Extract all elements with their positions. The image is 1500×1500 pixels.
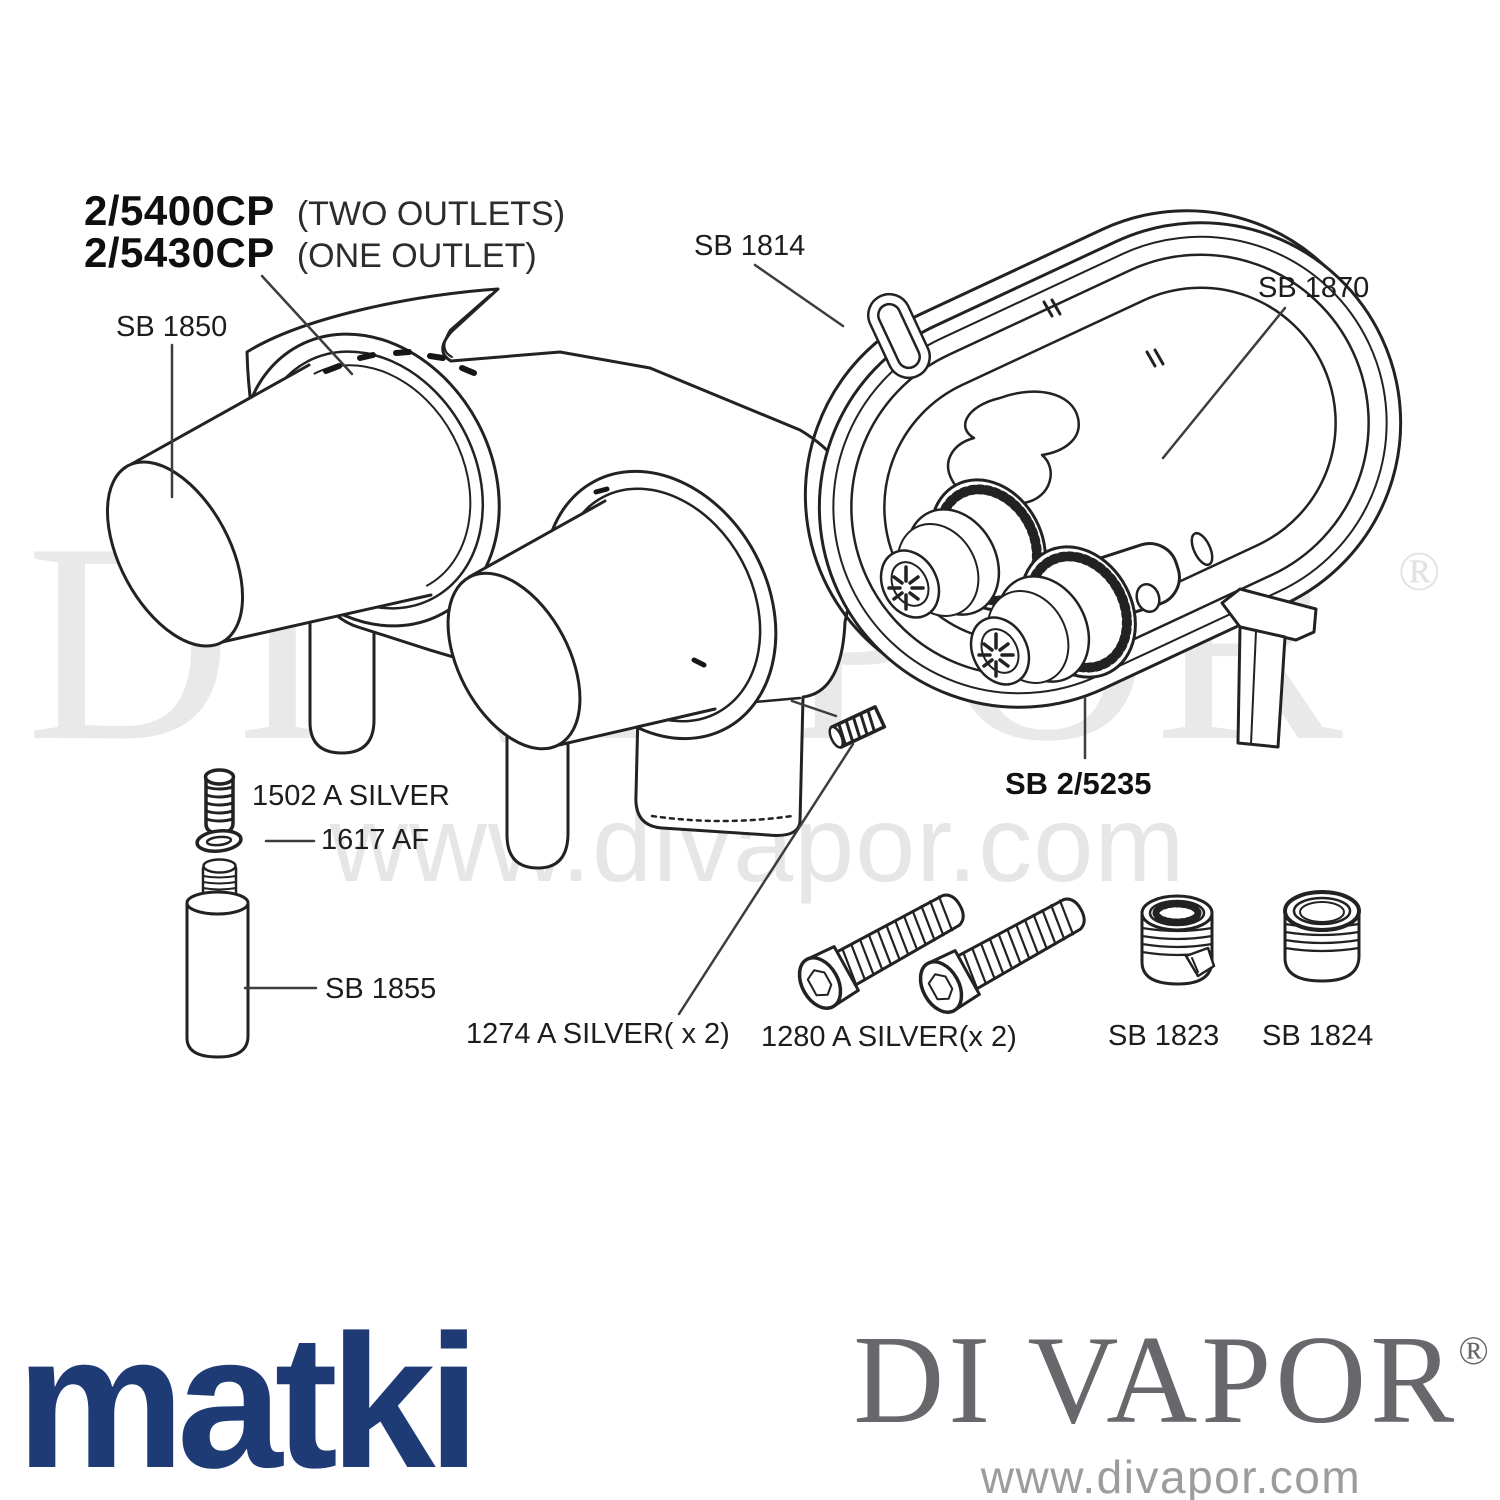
screw-1280-drawing-1 bbox=[797, 893, 965, 1010]
outlet-leg-right bbox=[505, 710, 570, 870]
bush-sb1823-drawing bbox=[1140, 894, 1216, 986]
part-label-1280-a-silver: 1280 A SILVER(x 2) bbox=[761, 1021, 1017, 1053]
part-label-1274-a-silver: 1274 A SILVER( x 2) bbox=[466, 1018, 730, 1050]
divapor-registered-icon: ® bbox=[1458, 1328, 1489, 1373]
o-ring-1617-drawing bbox=[195, 829, 243, 853]
cartridge-left bbox=[879, 478, 1047, 619]
part-label-sb-1824: SB 1824 bbox=[1262, 1020, 1374, 1052]
small-parts bbox=[185, 768, 1361, 1059]
part-label-sb-2-5235: SB 2/5235 bbox=[1005, 766, 1152, 801]
leader-sb1870 bbox=[1161, 306, 1287, 460]
leader-product-codes bbox=[260, 274, 354, 376]
product-code-row-1: 2/5400CP (TWO OUTLETS) bbox=[84, 187, 565, 235]
handle-knob-right bbox=[446, 469, 778, 751]
screw-1280-drawing-2 bbox=[918, 897, 1086, 1014]
divapor-url: www.divapor.com bbox=[980, 1451, 1362, 1500]
matki-logo: matki bbox=[16, 1296, 480, 1500]
product-code-primary: 2/5400CP bbox=[84, 187, 275, 234]
divapor-logo-block: DI VAPOR® www.divapor.com bbox=[846, 1318, 1496, 1500]
seal-outline-sb1814 bbox=[850, 253, 1370, 677]
backplate-drawing bbox=[803, 209, 1403, 749]
wall-foot bbox=[1220, 587, 1318, 749]
product-code-row-2: 2/5430CP (ONE OUTLET) bbox=[84, 229, 537, 277]
part-label-sb-1850: SB 1850 bbox=[116, 311, 228, 343]
leader-lines bbox=[170, 263, 1287, 1016]
watermark-registered-icon: ® bbox=[1398, 541, 1441, 603]
part-label-sb-1870: SB 1870 bbox=[1258, 272, 1370, 304]
part-label-sb-1823: SB 1823 bbox=[1108, 1020, 1220, 1052]
product-code-secondary: 2/5430CP bbox=[84, 229, 275, 276]
part-label-sb-1855: SB 1855 bbox=[325, 973, 437, 1005]
valve-body-drawing bbox=[105, 287, 887, 870]
outlet-leg-left bbox=[308, 605, 376, 755]
knob-engraving-marks bbox=[593, 486, 707, 668]
bush-sb1824-drawing bbox=[1283, 890, 1361, 983]
divapor-logo-text: DI VAPOR bbox=[853, 1311, 1459, 1450]
grub-screw-drawing bbox=[828, 705, 887, 749]
product-variant-primary: (TWO OUTLETS) bbox=[296, 195, 566, 233]
leader-grub-to-body bbox=[790, 699, 838, 718]
part-label-1502-a-silver: 1502 A SILVER bbox=[252, 780, 450, 812]
product-variant-secondary: (ONE OUTLET) bbox=[296, 237, 537, 275]
handle-knob-left bbox=[105, 332, 501, 648]
leader-sb1814 bbox=[753, 263, 845, 328]
cartridge-right bbox=[969, 545, 1137, 686]
part-label-sb-1814: SB 1814 bbox=[694, 230, 806, 262]
divapor-logo: DI VAPOR® bbox=[846, 1318, 1496, 1444]
leader-1274 bbox=[677, 742, 855, 1016]
sleeve-sb1855-drawing bbox=[185, 858, 250, 1059]
grub-screw-1502-drawing bbox=[203, 768, 236, 835]
part-label-1617-af: 1617 AF bbox=[321, 824, 430, 856]
